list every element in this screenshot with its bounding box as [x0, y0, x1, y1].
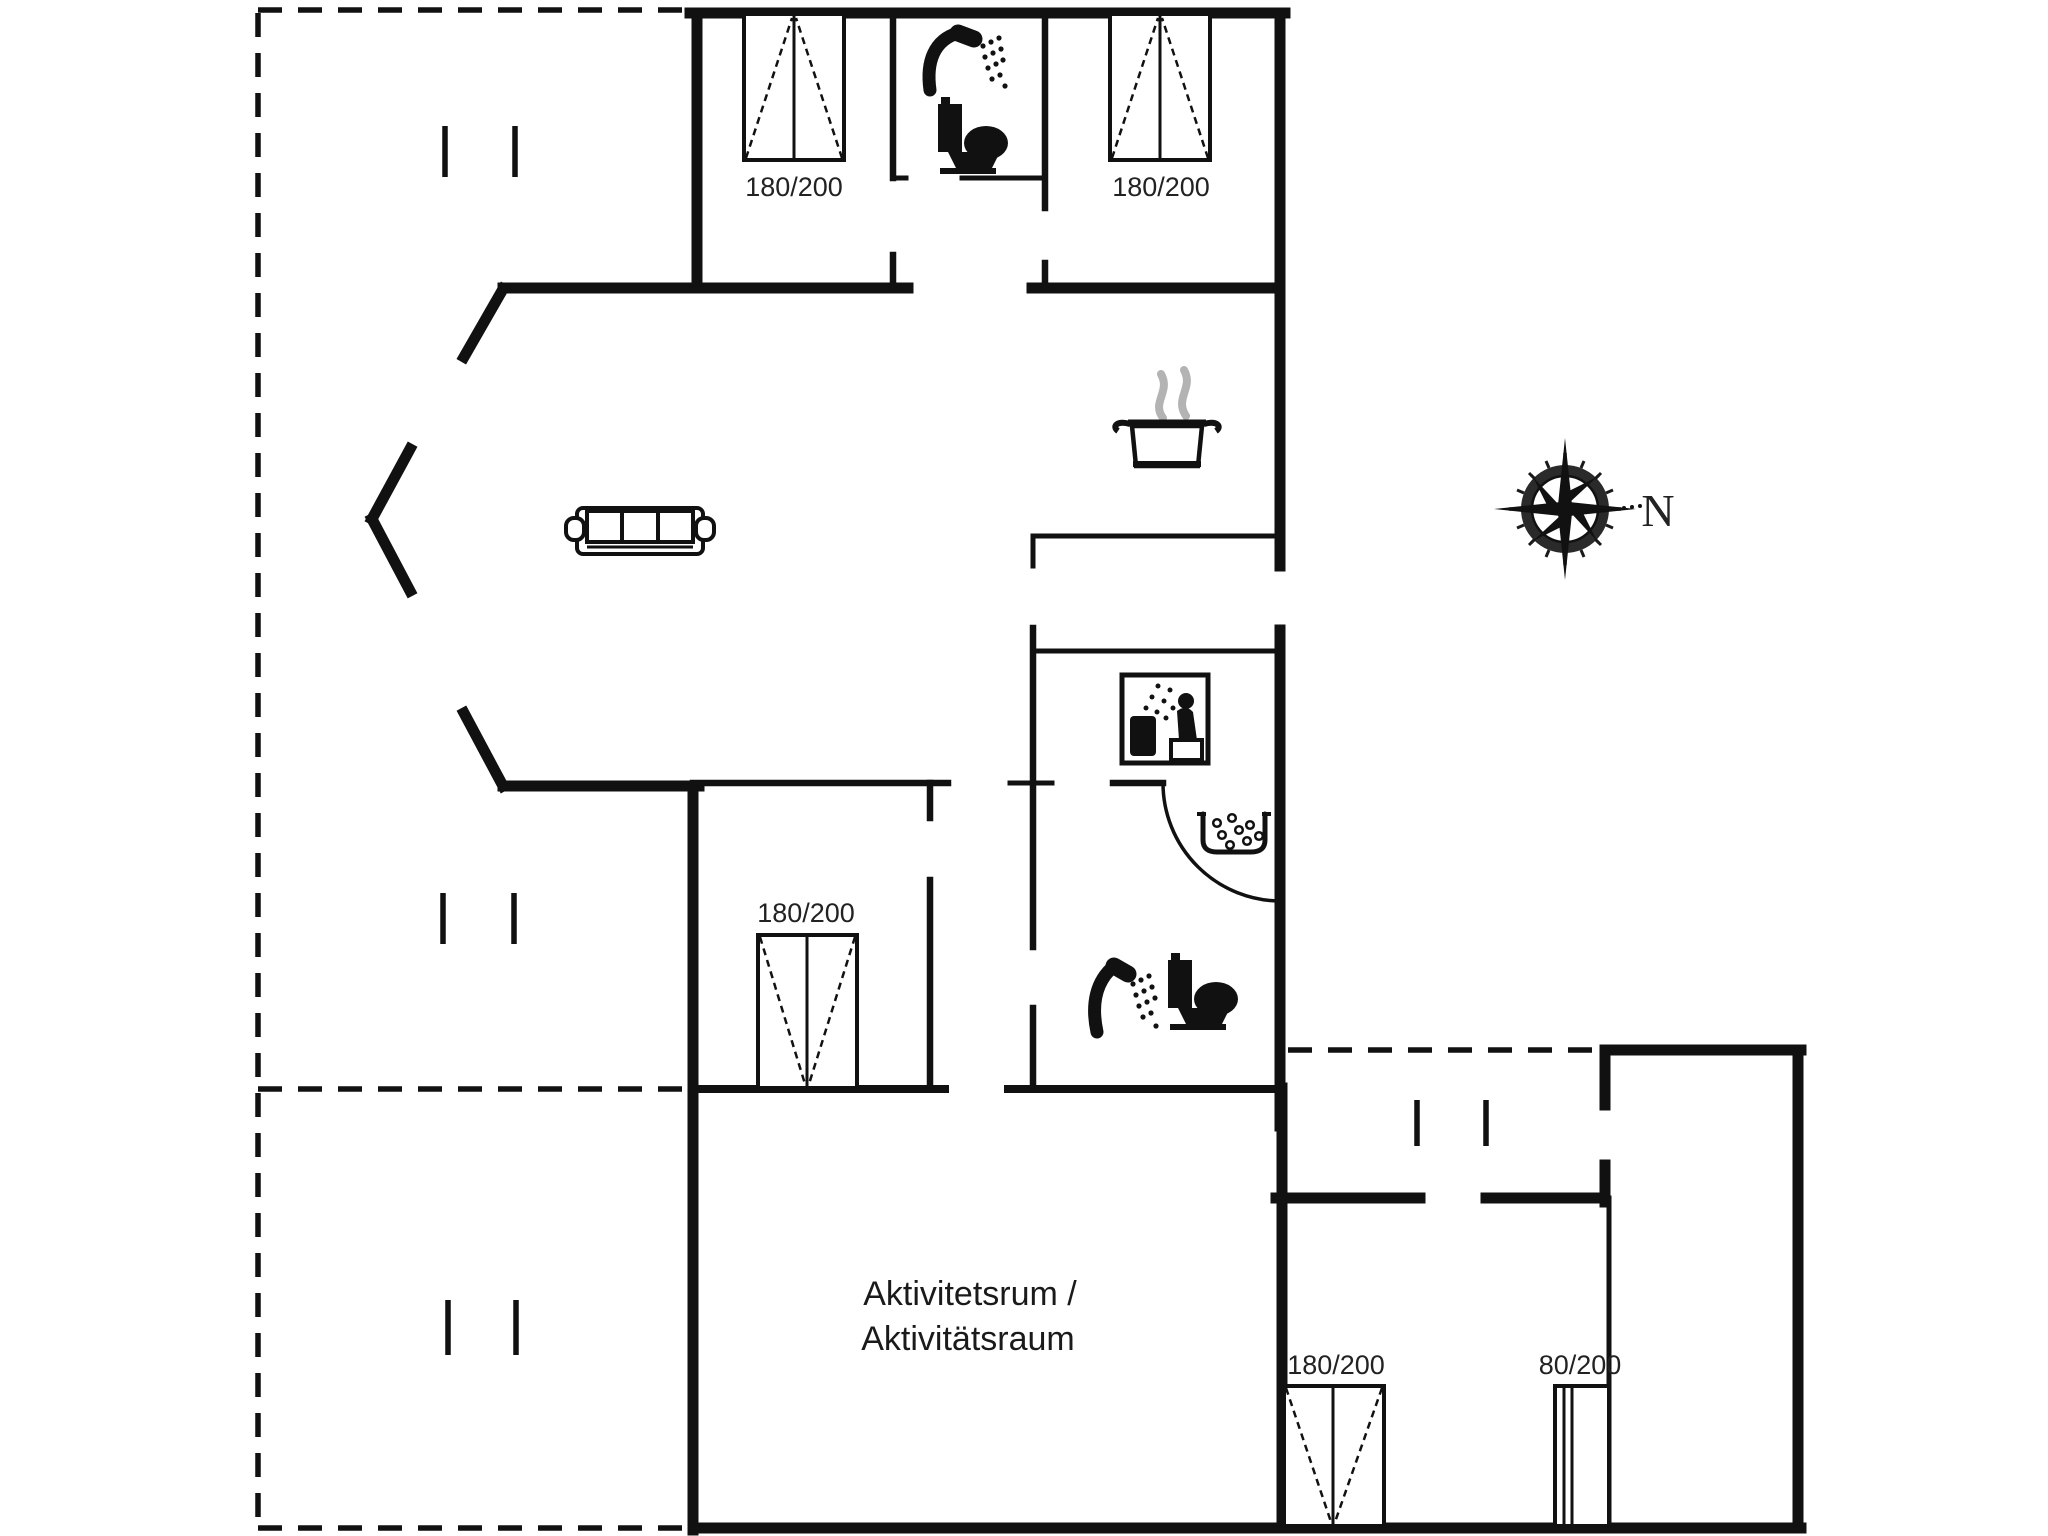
toilet-icon: [1168, 953, 1238, 1030]
bed-size-label: 180/200: [757, 898, 855, 928]
compass-north-label: N: [1641, 485, 1674, 536]
bed-size-label: 80/200: [1539, 1350, 1622, 1380]
door-swing-icon: [1161, 781, 1283, 903]
toilet-icon: [938, 97, 1008, 174]
terrace-dashed-outline: [255, 7, 1600, 1531]
exterior-walls: [364, 7, 1807, 1536]
bed-size-label: 180/200: [1287, 1350, 1385, 1380]
bed-bottom-single: [1553, 1384, 1611, 1528]
bed-size-label: 180/200: [745, 172, 843, 202]
shower-icon: [922, 24, 1008, 97]
bed-top-right: [1108, 12, 1212, 162]
sauna-icon: [1119, 672, 1211, 766]
compass-rose-icon: [1494, 438, 1642, 580]
bed-top-left: [742, 12, 846, 162]
bed-middle: [756, 933, 859, 1090]
cooking-pot-icon: [1112, 366, 1222, 469]
activity-room-label-line2: Aktivitätsraum: [861, 1320, 1075, 1358]
opening-tick-marks: [440, 126, 1489, 1355]
bed-size-label: 180/200: [1112, 172, 1210, 202]
shower-icon: [1088, 957, 1159, 1039]
activity-room-label-line1: Aktivitetsrum /: [863, 1275, 1077, 1313]
washbasin-icon: [1197, 811, 1271, 855]
interior-walls: [689, 9, 1612, 1531]
bed-bottom-double: [1282, 1384, 1386, 1528]
sofa-icon: [564, 506, 716, 556]
activity-room-label: Aktivitetsrum / Aktivitätsraum: [861, 1275, 1077, 1358]
